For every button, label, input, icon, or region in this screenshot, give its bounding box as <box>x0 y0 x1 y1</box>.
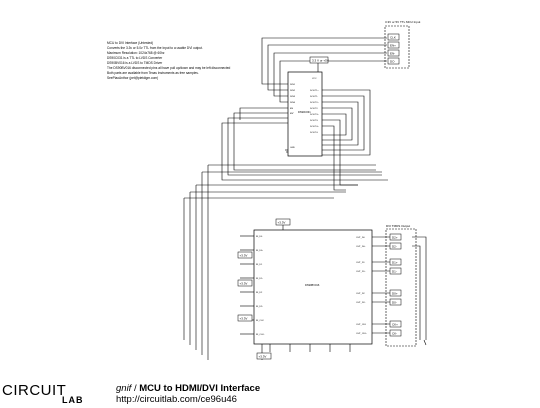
ic1-pin: DOUT2- <box>310 108 318 110</box>
output-pin-label: D1- <box>392 270 397 274</box>
ic1-pin: EN* <box>290 113 294 115</box>
ic2-pin: IN_D1 <box>256 264 263 266</box>
output-pin-label: D2+ <box>392 236 398 240</box>
note-line: DS90C031 is a TTL to LVDS Converter <box>107 56 163 60</box>
input-pin-label: EN- <box>390 52 395 56</box>
ic2-pin: OUT_D1 <box>356 262 365 264</box>
ic1-pin: GND <box>290 147 295 149</box>
supply-label-ic2: +3.3V <box>275 218 291 226</box>
note-line: SeePiaoAnthor (pet@pietdigm.com) <box>107 76 158 80</box>
ic1-pin: DOUT4- <box>310 132 318 134</box>
ic1-pin: DIN4 <box>290 102 296 104</box>
ic2-pin: OUT_D2- <box>356 302 366 304</box>
ic2-pin: IN_D2- <box>256 306 263 308</box>
ic1-name: DS90C031 <box>298 110 311 114</box>
ic1-lvds-converter: DS90C031 DIN1 DIN2 DIN3 DIN4 EN EN* GND … <box>287 71 323 157</box>
supply-label-ic2-text: +3.3V <box>278 221 286 225</box>
ic2-pin: IN_CLK <box>256 320 264 322</box>
ic1-pin: DIN3 <box>290 96 296 98</box>
side-supply-text: +3.3V <box>240 254 248 258</box>
ic2-pin: OUT_D0 <box>356 237 365 239</box>
ic2-pin: IN_D0 <box>256 236 263 238</box>
note-line: The DS90BV016 disconnected pins all have… <box>107 66 231 70</box>
ic2-pin: OUT_CLK <box>356 324 367 326</box>
side-supply-label: +3.3V <box>237 279 253 287</box>
ic2-pin: OUT_D2 <box>356 293 365 295</box>
ic2-pin: IN_D2 <box>256 292 263 294</box>
ic2-pin: IN_D0- <box>256 250 263 252</box>
note-line: Maximum Resolution: 1024x768 @ 60hz <box>107 51 165 55</box>
ic1-pin: EN <box>290 108 293 110</box>
supply-label-top-text: 3.3 V or +5V <box>312 59 329 63</box>
note-line: Both parts are available from Texas Inst… <box>107 71 199 75</box>
input-connector: 3.3V or 5V TTL MCU Input CLK EN+ EN- DO <box>384 20 421 69</box>
ic2-name: DS90BV016 <box>305 283 320 287</box>
ic1-pin: DOUT4+ <box>310 126 319 128</box>
title-separator: / <box>131 383 140 394</box>
output-pin-label: D0- <box>392 301 397 305</box>
ic2-tmds-driver: DS90BV016 IN_D0 IN_D0- IN_D1 IN_D1- IN_D… <box>253 229 373 345</box>
ic1-pin: DOUT3+ <box>310 114 319 116</box>
note-line: Converts the 3.3v or 5.0v TTL from the I… <box>107 46 203 50</box>
ic1-pin: DOUT2+ <box>310 102 319 104</box>
ic2-pin: OUT_D1- <box>356 271 366 273</box>
circuit-name: MCU to HDMI/DVI Interface <box>139 383 261 394</box>
note-line: MCU to DVI Interface (Untested) <box>107 41 153 45</box>
note-line: DS90BV016 is a LVDS to TMDS Driver <box>107 61 163 65</box>
footer-bar: CIRCUIT LAB gnif / MCU to HDMI/DVI Inter… <box>0 382 540 405</box>
input-connector-title: 3.3V or 5V TTL MCU Input <box>385 20 421 24</box>
circuitlab-logo[interactable]: CIRCUIT LAB <box>2 382 83 405</box>
output-pin-label: D0+ <box>392 292 398 296</box>
logo-text: CIRCUIT <box>2 382 67 399</box>
schematic-canvas: MCU to DVI Interface (Untested) Converts… <box>107 20 427 360</box>
supply-label-top: 3.3 V or +5V <box>309 56 329 64</box>
output-connector: DVI TMDS Output D2+ D2- D1+ D1- D0+ D0- … <box>385 224 417 347</box>
ic2-pin: OUT_CLK- <box>356 333 367 335</box>
bottom-supply-label: +3.3V <box>256 352 272 360</box>
input-pin-label: CLK <box>390 36 396 40</box>
side-supply-text: +3.3V <box>240 282 248 286</box>
ic2-pin: IN_D1- <box>256 278 263 280</box>
output-pin-label: D2- <box>392 245 397 249</box>
side-supply-label: +3.3V <box>237 251 253 259</box>
design-notes: MCU to DVI Interface (Untested) Converts… <box>107 41 231 80</box>
output-pin-label: D1+ <box>392 261 398 265</box>
output-pin-label: CK+ <box>392 323 398 327</box>
ic2-pin: OUT_D0- <box>356 246 366 248</box>
output-pin-label: CK- <box>392 332 397 336</box>
ic1-pin: DOUT1+ <box>310 90 319 92</box>
ic1-pin: DOUT1- <box>310 96 318 98</box>
author-link[interactable]: gnif <box>116 383 132 394</box>
ic1-pin: DIN2 <box>290 90 296 92</box>
input-pin-label: EN+ <box>390 44 396 48</box>
logo-sub-text: LAB <box>62 395 84 405</box>
circuit-url[interactable]: http://circuitlab.com/ce96u46 <box>116 394 237 405</box>
side-supply-label: +3.3V <box>237 314 253 322</box>
input-pin-label: DO <box>390 60 395 64</box>
ic1-pin: DIN1 <box>290 84 296 86</box>
ic1-pin: DOUT3- <box>310 120 318 122</box>
ic2-pin: IN_CLK- <box>256 334 265 336</box>
ic1-pin: VCC <box>312 78 317 80</box>
side-supply-text: +3.3V <box>240 317 248 321</box>
circuit-title: gnif / MCU to HDMI/DVI Interface <box>116 383 260 394</box>
output-connector-title: DVI TMDS Output <box>386 224 410 228</box>
bottom-supply-text: +3.3V <box>259 355 267 359</box>
